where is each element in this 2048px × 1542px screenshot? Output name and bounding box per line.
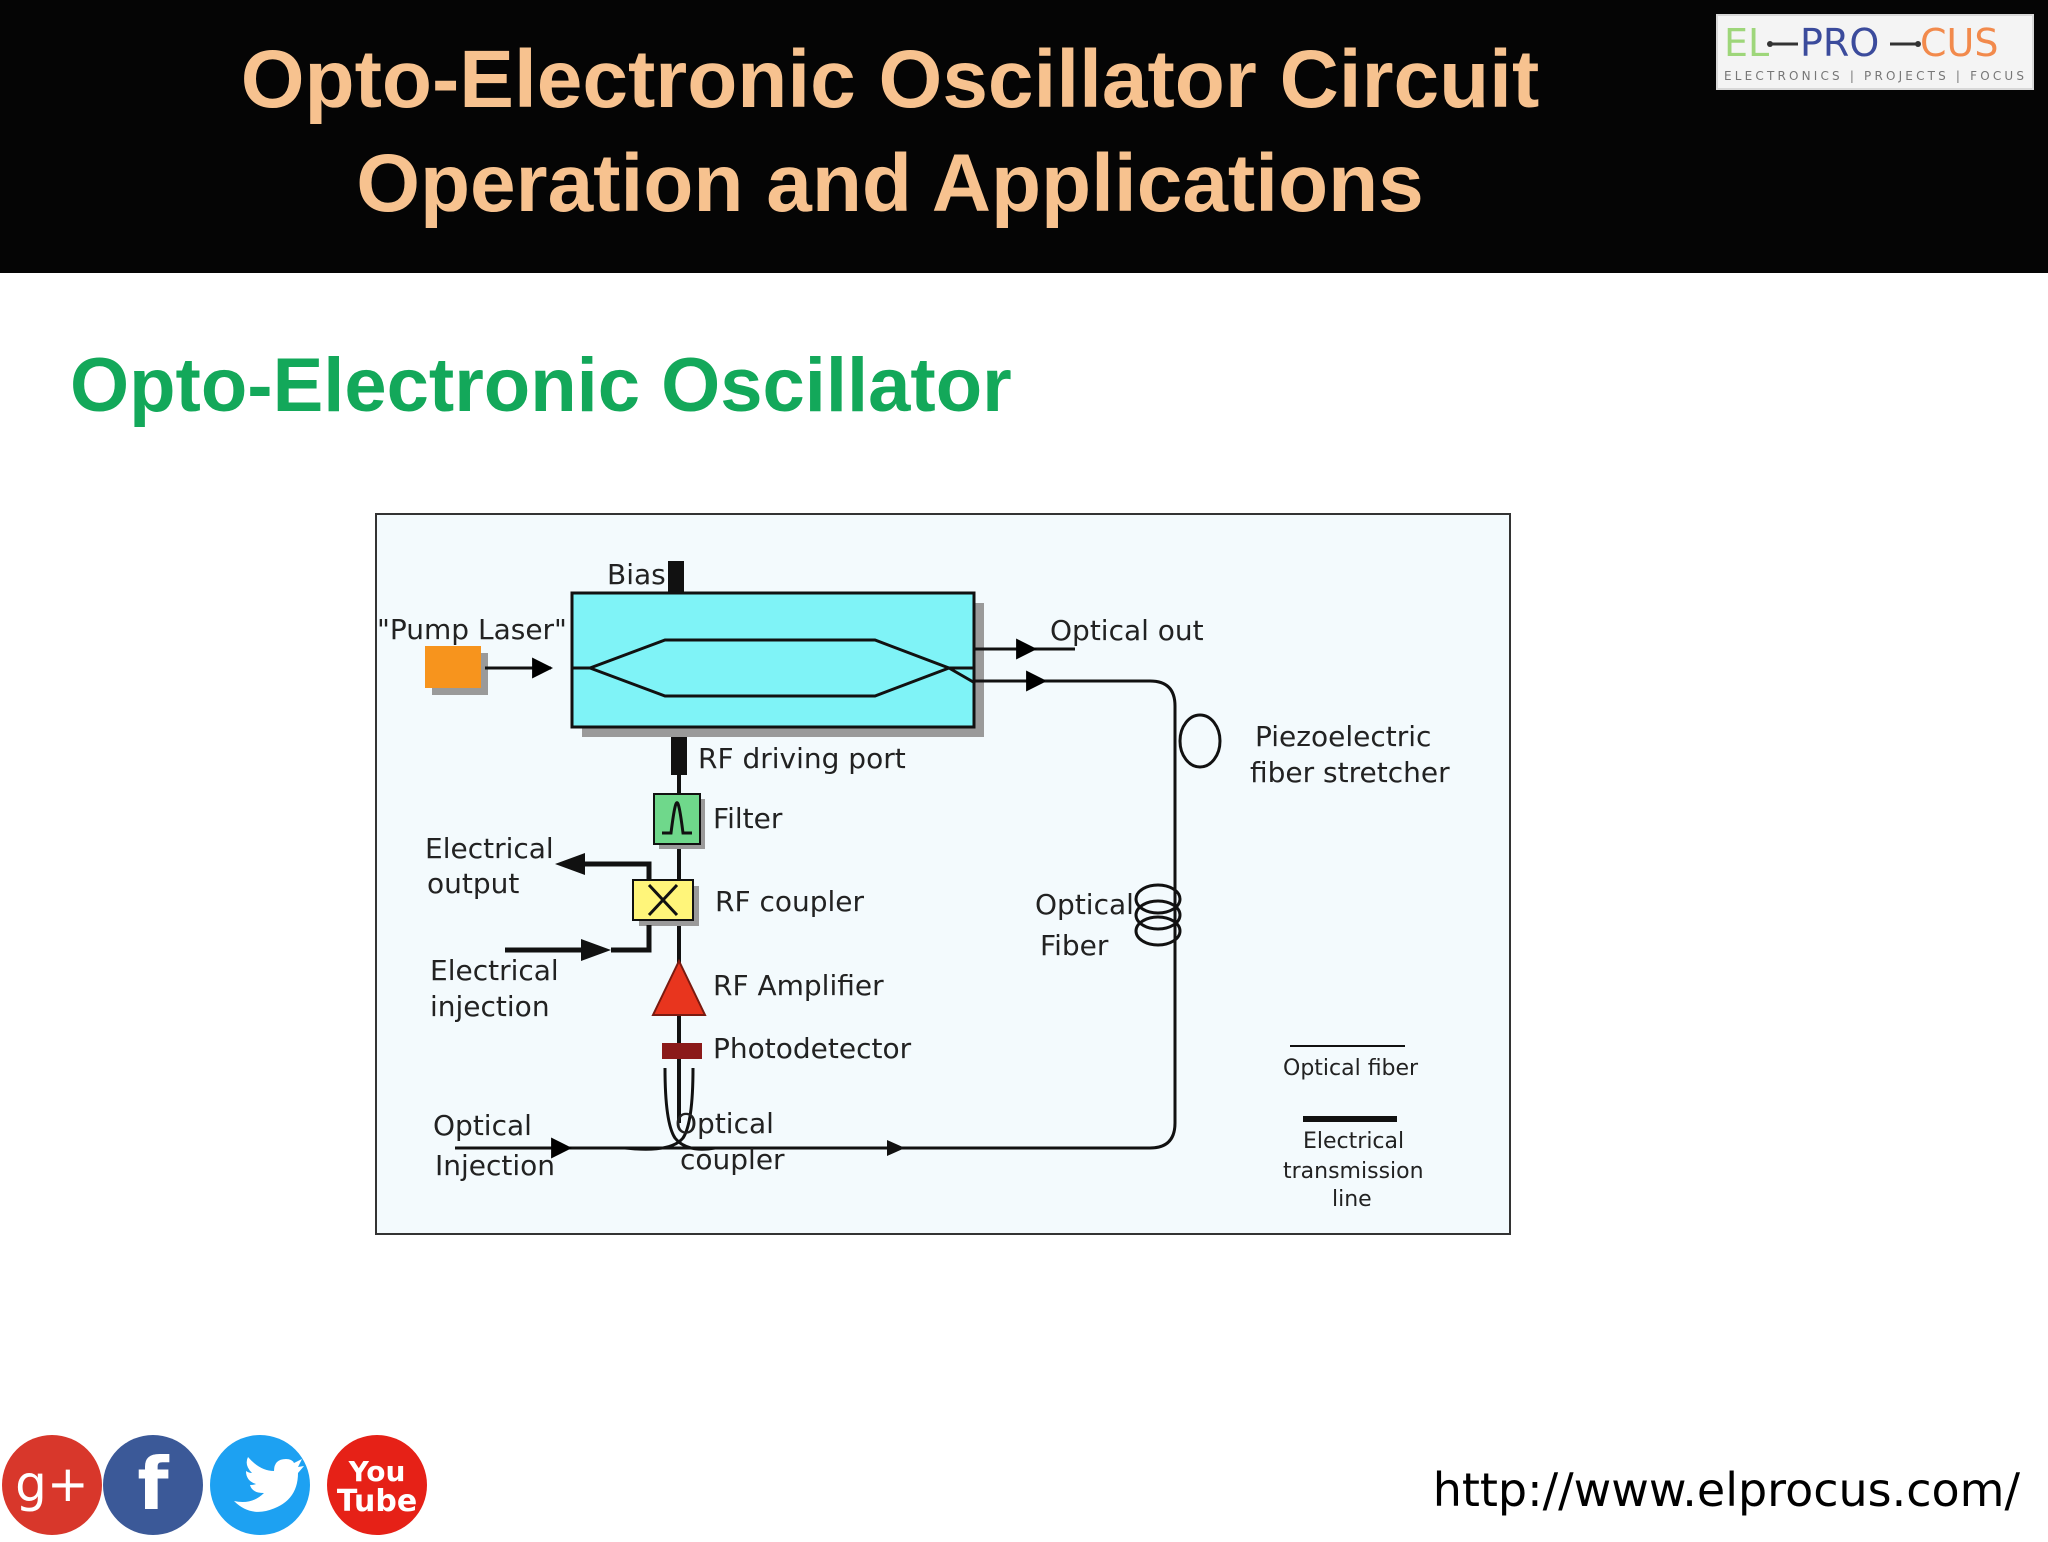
website-url[interactable]: http://www.elprocus.com/	[1432, 1463, 2020, 1517]
pump-laser-label: "Pump Laser"	[377, 613, 567, 646]
rf-amplifier	[651, 958, 707, 1016]
legend-electrical-label-1: Electrical	[1303, 1129, 1404, 1154]
rf-amplifier-label: RF Amplifier	[713, 969, 884, 1002]
pump-laser	[425, 646, 481, 688]
rf-coupler-label: RF coupler	[715, 885, 865, 918]
header-banner: Opto-Electronic Oscillator Circuit Opera…	[0, 0, 2048, 273]
piezo-label-1: Piezoelectric	[1255, 720, 1431, 753]
optical-injection-label-1: Optical	[433, 1109, 532, 1142]
filter-label: Filter	[713, 802, 783, 835]
rf-driving-port	[671, 737, 687, 775]
page-title: Opto-Electronic Oscillator Circuit Opera…	[60, 28, 1720, 236]
logo-pro-text: PRO	[1800, 21, 1879, 65]
twitter-icon[interactable]	[208, 1433, 312, 1537]
oeo-diagram: Bias "Pump Laser" Optical out Piezoelect…	[375, 513, 1511, 1235]
optical-fiber-label-2: Fiber	[1040, 929, 1109, 962]
electrical-output-label-2: output	[427, 867, 519, 900]
optical-out-label: Optical out	[1050, 614, 1204, 647]
youtube-icon[interactable]: You Tube	[325, 1433, 429, 1537]
youtube-text-2: Tube	[337, 1484, 417, 1519]
logo-tagline: ELECTRONICS | PROJECTS | FOCUS	[1724, 69, 2024, 83]
piezo-label-2: fiber stretcher	[1250, 756, 1450, 789]
electrical-output-label-1: Electrical	[425, 832, 554, 865]
facebook-icon[interactable]: f	[101, 1433, 205, 1537]
logo-el-text: EL	[1724, 21, 1769, 65]
electrical-injection-label-2: injection	[430, 990, 550, 1023]
legend-electrical-label-2: transmission	[1283, 1159, 1424, 1184]
youtube-text-1: You	[348, 1455, 406, 1488]
mach-zehnder-modulator	[570, 591, 976, 729]
photodetector	[662, 1043, 702, 1059]
optical-coupler-label-2: coupler	[680, 1143, 785, 1176]
optical-coupler	[663, 1067, 716, 1151]
page-title-line1: Opto-Electronic Oscillator Circuit	[240, 34, 1540, 125]
google-plus-icon[interactable]: g+	[0, 1433, 104, 1537]
optical-fiber-loop	[525, 679, 1177, 1150]
elprocus-logo[interactable]: EL PRO CUS ELECTRONICS | PROJECTS | FOCU…	[1716, 14, 2034, 90]
bias-port	[668, 561, 684, 597]
photodetector-label: Photodetector	[713, 1032, 912, 1065]
google-plus-text: g+	[15, 1455, 89, 1513]
logo-cus-text: CUS	[1920, 21, 1998, 65]
optical-injection-label-2: Injection	[435, 1149, 555, 1182]
slide-title: Opto-Electronic Oscillator	[70, 343, 1012, 428]
piezo-fiber-stretcher	[1178, 713, 1222, 769]
optical-coupler-label-1: Optical	[675, 1107, 774, 1140]
fiber-spool	[1134, 883, 1182, 915]
facebook-text: f	[137, 1442, 169, 1526]
rf-driving-port-label: RF driving port	[698, 742, 906, 775]
page-title-line2: Operation and Applications	[356, 138, 1424, 229]
legend-optical-fiber-label: Optical fiber	[1283, 1056, 1419, 1081]
bias-label: Bias	[607, 558, 666, 591]
legend-electrical-label-3: line	[1332, 1187, 1372, 1212]
optical-fiber-label-1: Optical	[1035, 888, 1134, 921]
electrical-injection-label-1: Electrical	[430, 954, 559, 987]
